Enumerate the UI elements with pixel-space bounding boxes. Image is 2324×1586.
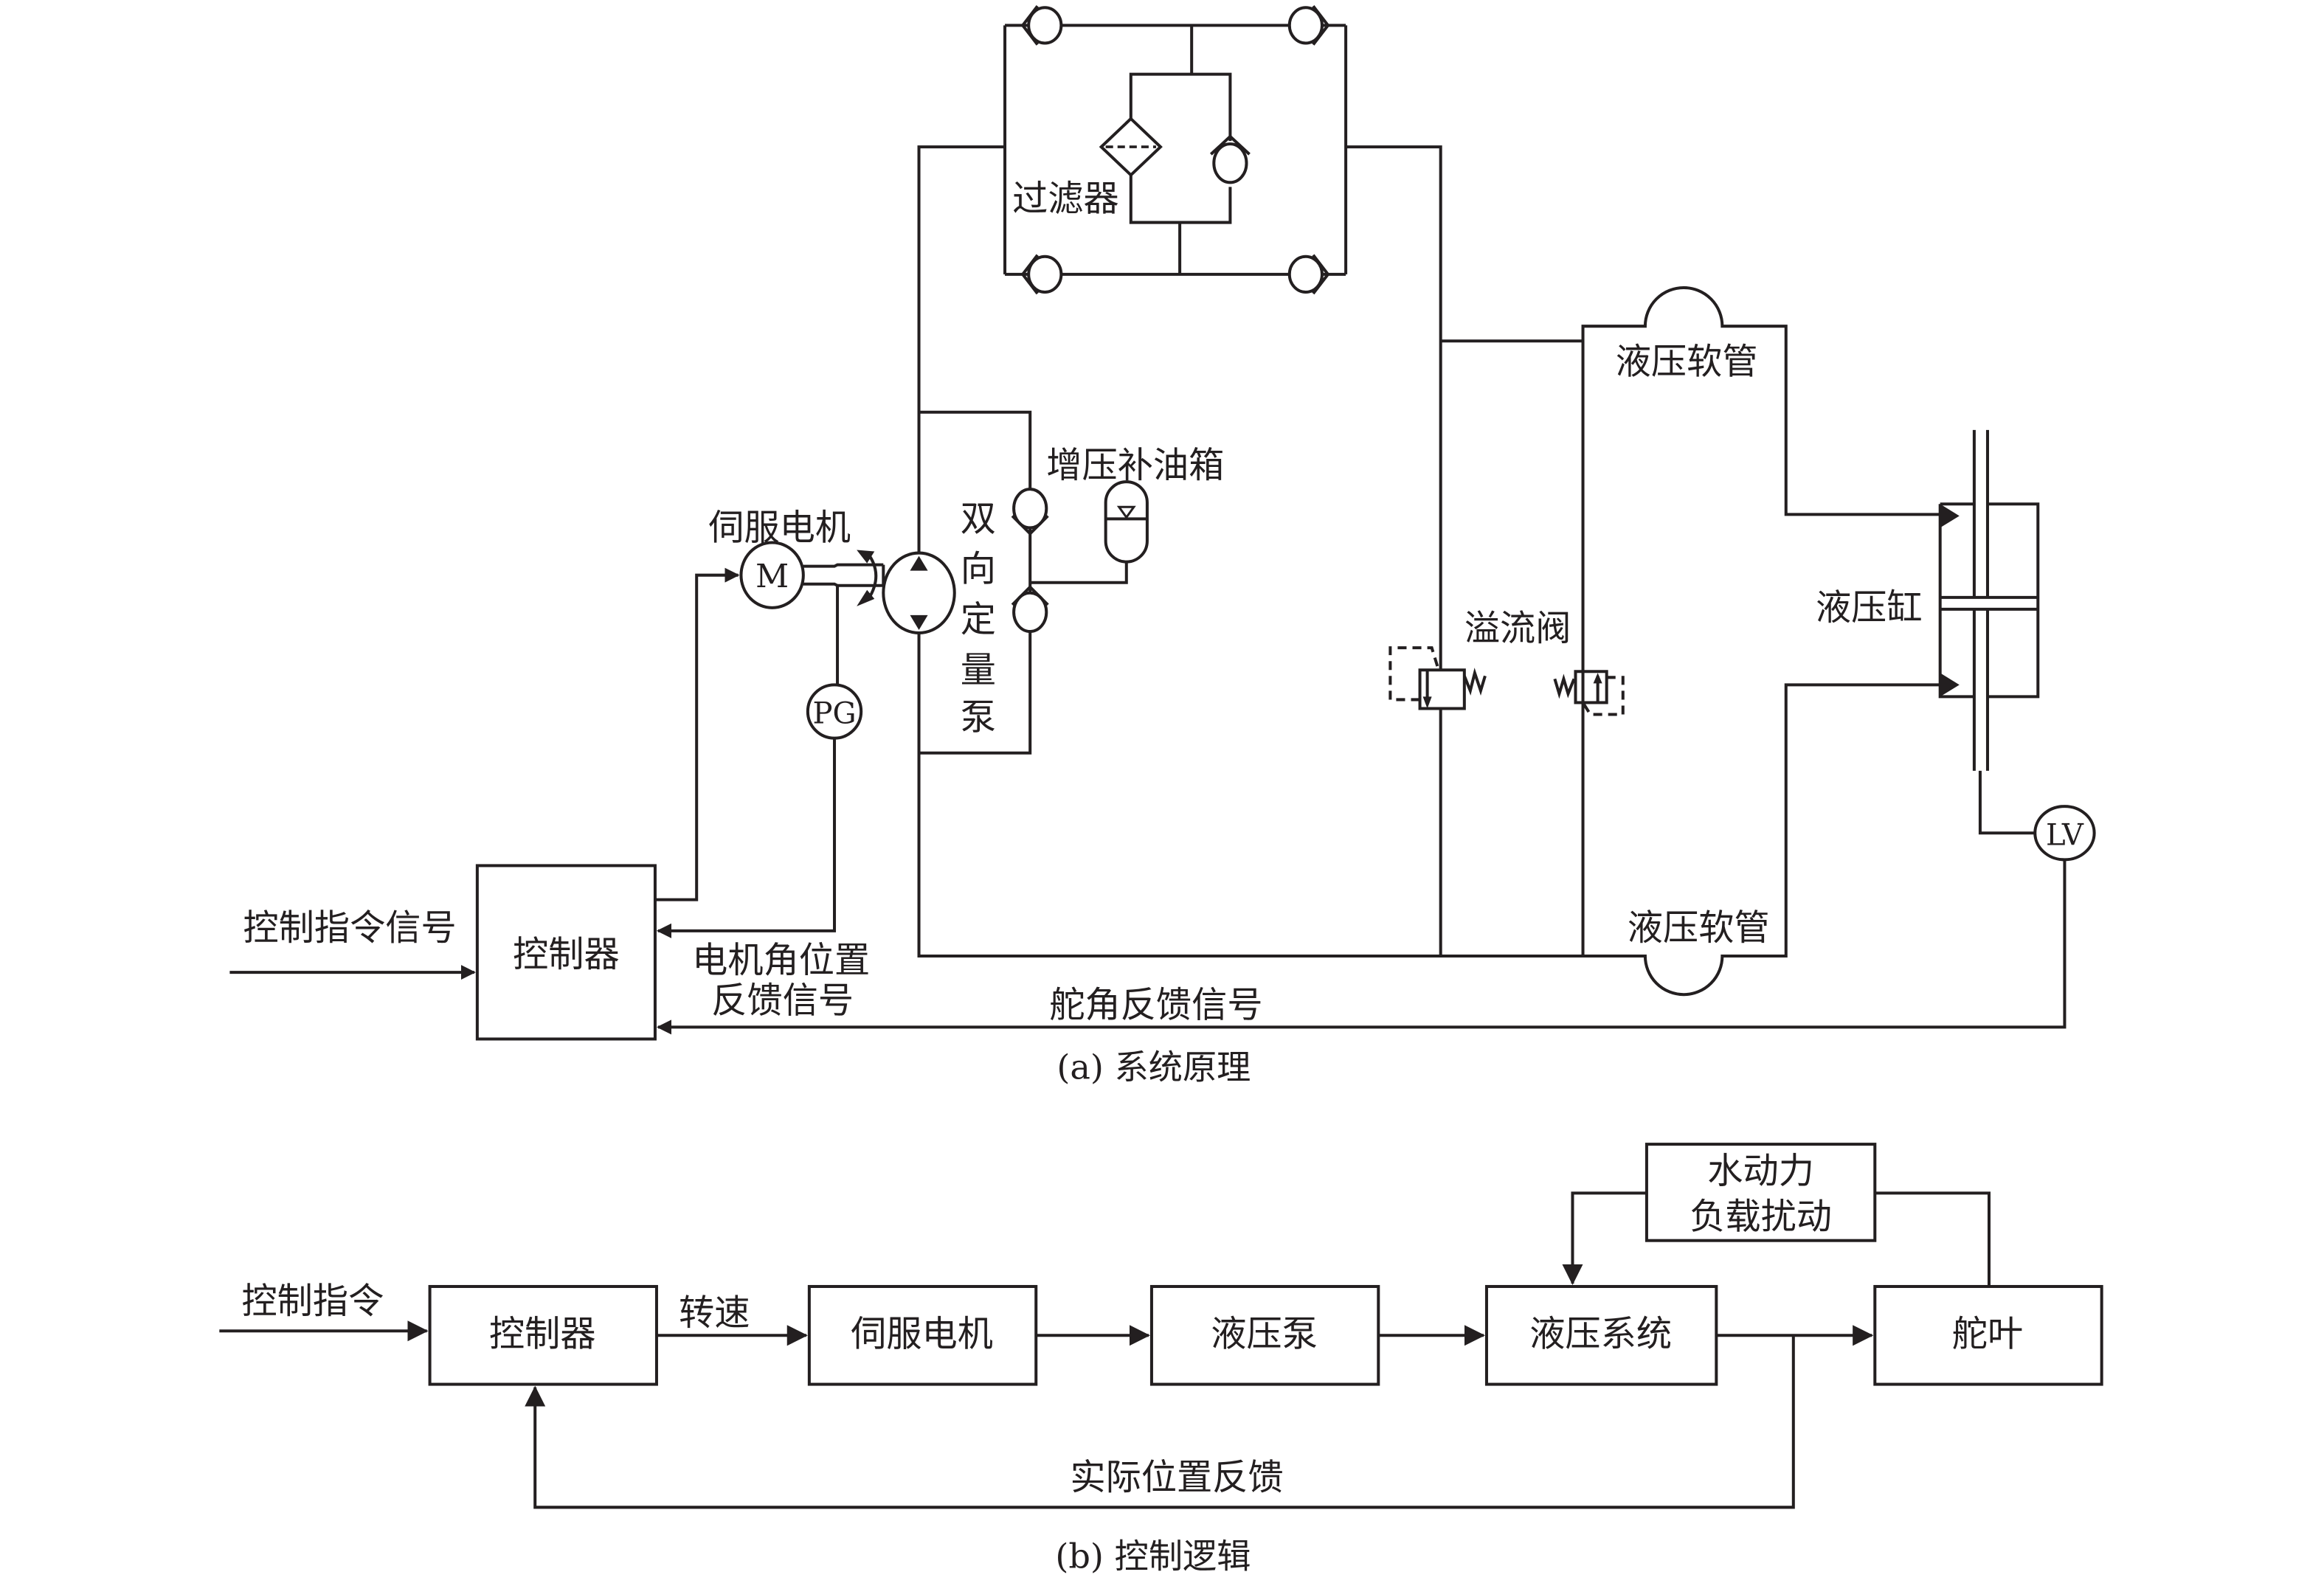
svg-text:水动力: 水动力: [1707, 1150, 1814, 1191]
motor-angle-feedback-label-2: 反馈信号: [711, 980, 854, 1021]
block-hydraulic-pump: 液压泵: [1149, 1284, 1380, 1386]
rudder-to-disturbance-line: [1875, 1191, 1991, 1287]
bidirectional-pump-icon: [882, 551, 956, 635]
svg-text:泵: 泵: [961, 697, 996, 738]
block-rudder-blade: 舵叶: [1873, 1284, 2103, 1386]
hydraulic-hose-top: 液压软管: [1581, 285, 1942, 956]
svg-text:负载扰动: 负载扰动: [1690, 1197, 1832, 1238]
filter-label: 过滤器: [1012, 178, 1119, 219]
controller-block: 控制器: [475, 864, 657, 1041]
encoder-pg: PG: [806, 683, 863, 740]
control-command-label: 控制指令: [241, 1281, 384, 1322]
motor-angle-feedback-label-1: 电机角位置: [692, 940, 870, 981]
hydraulic-hose-bottom: 液压软管: [1583, 683, 1942, 997]
hydraulic-cylinder: 液压缸: [1816, 429, 2040, 771]
svg-text:向: 向: [961, 549, 996, 590]
motor-symbol: M: [755, 558, 789, 595]
position-feedback-line: [525, 1335, 1795, 1509]
check-valve-icon: [1020, 254, 1063, 295]
servo-motor: M: [739, 541, 805, 609]
relief-valve-left-icon: [1388, 646, 1487, 710]
motor-angle-feedback-line: [656, 738, 837, 938]
hose-top-label: 液压软管: [1616, 341, 1758, 382]
control-command-signal-label: 控制指令信号: [243, 907, 456, 949]
check-valve-icon: [1287, 254, 1330, 295]
rotation-arrow-icon: [857, 550, 878, 606]
relief-valve-label: 溢流阀: [1464, 608, 1571, 649]
controller-label: 控制器: [513, 934, 620, 975]
block-controller: 控制器: [428, 1284, 658, 1386]
relief-valve-right-icon: [1553, 670, 1625, 716]
disturbance-to-system-arrow: [1562, 1191, 1647, 1285]
block-servo-motor: 伺服电机: [807, 1284, 1038, 1386]
motor-shaft: [803, 563, 885, 587]
left-main-line: [917, 145, 1583, 958]
block-hydrodynamic-disturbance: 水动力 负载扰动: [1645, 1143, 1877, 1242]
displacement-sensor-lv: LV: [2033, 805, 2096, 862]
boost-tank-icon: [1104, 480, 1149, 564]
filter-bridge: 过滤器: [1003, 5, 1348, 295]
svg-text:液压系统: 液压系统: [1529, 1313, 1672, 1354]
svg-text:双: 双: [961, 498, 996, 539]
position-feedback-label: 实际位置反馈: [1070, 1457, 1283, 1498]
filter-icon: [1099, 117, 1163, 178]
charge-check-valve-icon: [1011, 488, 1049, 536]
bypass-check-valve-icon: [1209, 134, 1251, 184]
charge-check-valve-icon: [1011, 584, 1049, 634]
check-valve-icon: [1020, 5, 1063, 46]
lv-symbol: LV: [2046, 818, 2084, 852]
block-hydraulic-system: 液压系统: [1484, 1284, 1718, 1386]
svg-text:伺服电机: 伺服电机: [851, 1313, 993, 1354]
hose-bottom-label: 液压软管: [1628, 907, 1770, 949]
caption-b: (b) 控制逻辑: [1055, 1537, 1251, 1576]
svg-text:液压泵: 液压泵: [1211, 1313, 1318, 1354]
svg-text:定: 定: [961, 599, 996, 640]
svg-text:量: 量: [961, 649, 996, 690]
rudder-angle-feedback-label: 舵角反馈信号: [1049, 984, 1262, 1025]
boost-tank-label: 增压补油箱: [1046, 445, 1224, 486]
system-principle-diagram: 过滤器 双 向 定 量 泵: [229, 5, 2096, 1087]
control-logic-diagram: 控制指令 控制器 转速 伺服电机 液压泵 液压系统 舵叶 水动力: [219, 1143, 2103, 1576]
pump-label-vertical: 双 向 定 量 泵: [961, 498, 996, 738]
check-valve-icon: [1287, 5, 1330, 46]
caption-a: (a) 系统原理: [1056, 1047, 1251, 1087]
svg-text:舵叶: 舵叶: [1952, 1313, 2023, 1354]
controller-output-line: [654, 567, 740, 901]
rudder-angle-feedback-line: [656, 859, 2067, 1035]
speed-label: 转速: [679, 1292, 750, 1334]
cylinder-label: 液压缸: [1816, 587, 1923, 628]
servo-motor-label: 伺服电机: [708, 507, 851, 548]
right-main-line: [1346, 145, 1442, 956]
svg-text:控制器: 控制器: [489, 1313, 596, 1354]
encoder-symbol: PG: [812, 697, 856, 731]
